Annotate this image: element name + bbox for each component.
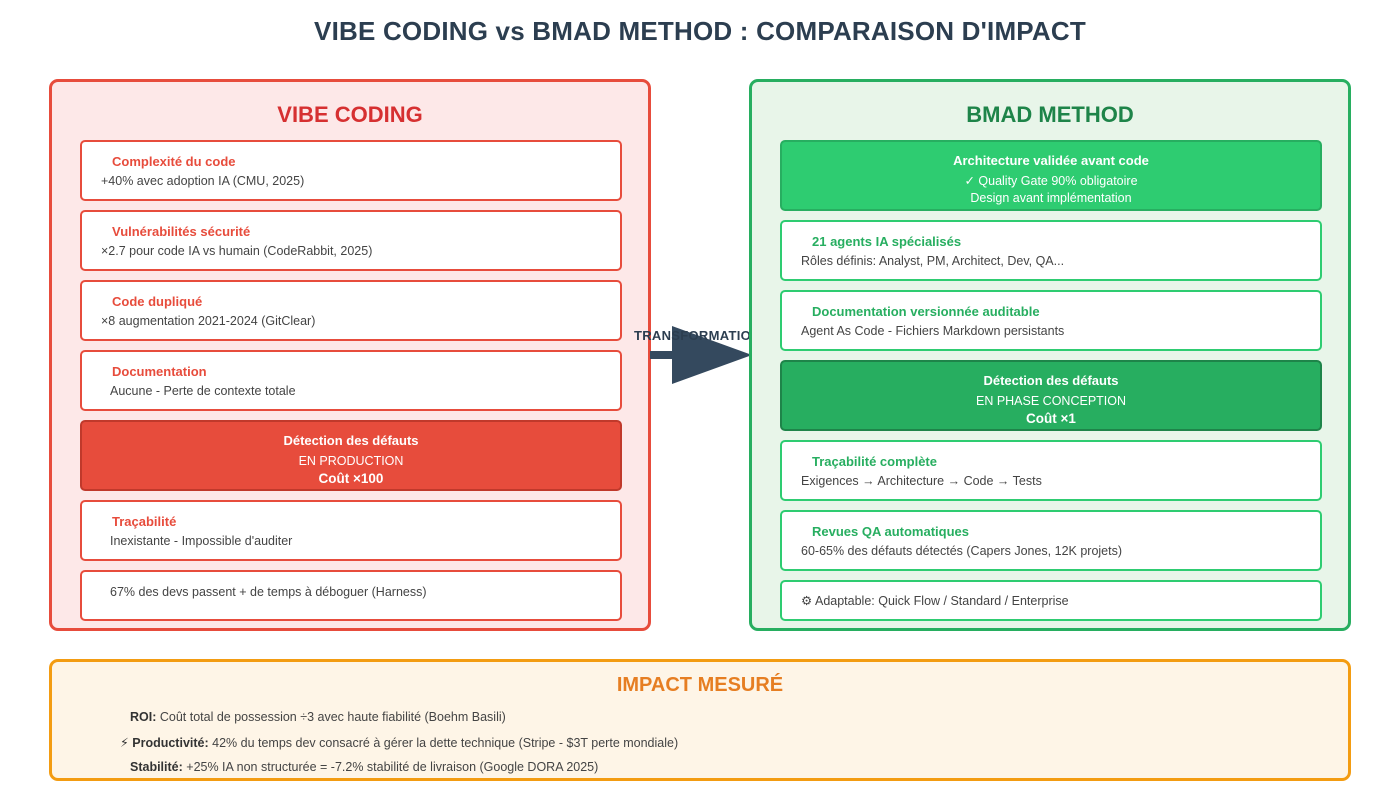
card-traceability: Traçabilité Inexistante - Impossible d'a…	[80, 500, 622, 561]
impact-label: Stabilité:	[130, 760, 183, 774]
card-title: Revues QA automatiques	[812, 524, 970, 539]
card-ai-agents: 21 agents IA spécialisés Rôles définis: …	[780, 220, 1322, 281]
card-code-complexity: Complexité du code +40% avec adoption IA…	[80, 140, 622, 201]
card-title: Documentation versionnée auditable	[812, 304, 1040, 319]
card-title: Vulnérabilités sécurité	[112, 224, 251, 239]
highlight-cost: Coût ×100	[318, 471, 384, 486]
bmad-method-title: BMAD METHOD	[966, 102, 1134, 127]
vibe-coding-title: VIBE CODING	[277, 102, 423, 127]
defect-detection-production: Détection des défauts EN PRODUCTION Coût…	[80, 420, 622, 491]
impact-stability: Stabilité: +25% IA non structurée = -7.2…	[130, 760, 598, 774]
vibe-coding-panel: VIBE CODING Complexité du code +40% avec…	[49, 79, 651, 631]
arrow-label: TRANSFORMATION	[634, 328, 761, 343]
impact-title: IMPACT MESURÉ	[616, 674, 784, 696]
card-desc: ×2.7 pour code IA vs humain (CodeRabbit,…	[101, 244, 373, 258]
card-desc: Rôles définis: Analyst, PM, Architect, D…	[801, 254, 1065, 268]
highlight-cost: Coût ×1	[1026, 411, 1076, 426]
card-title: 21 agents IA spécialisés	[812, 234, 962, 249]
card-desc: +40% avec adoption IA (CMU, 2025)	[101, 174, 305, 188]
impact-roi: ROI: Coût total de possession ÷3 avec ha…	[130, 710, 506, 724]
card-desc: Agent As Code - Fichiers Markdown persis…	[801, 324, 1065, 338]
card-desc: Inexistante - Impossible d'auditer	[110, 534, 293, 548]
bmad-method-panel: BMAD METHOD Architecture validée avant c…	[749, 79, 1351, 631]
highlight-title: Détection des défauts	[283, 433, 419, 448]
card-desc: Exigences → Architecture → Code → Tests	[801, 474, 1042, 488]
impact-label: ROI:	[130, 710, 157, 724]
transformation-arrow: TRANSFORMATION	[634, 322, 764, 388]
card-note: ⚙ Adaptable: Quick Flow / Standard / Ent…	[801, 594, 1069, 608]
highlight-title: Architecture validée avant code	[953, 153, 1149, 168]
page-title: VIBE CODING vs BMAD METHOD : COMPARAISON…	[314, 16, 1086, 46]
impact-text: Coût total de possession ÷3 avec haute f…	[156, 710, 506, 724]
quality-gate-text: ✓ Quality Gate 90% obligatoire	[964, 174, 1138, 188]
design-first-text: Design avant implémentation	[970, 191, 1132, 205]
card-adaptable-note: ⚙ Adaptable: Quick Flow / Standard / Ent…	[780, 580, 1322, 621]
card-desc: 60-65% des défauts détectés (Capers Jone…	[801, 544, 1123, 558]
card-full-traceability: Traçabilité complète Exigences → Archite…	[780, 440, 1322, 501]
card-desc: ×8 augmentation 2021-2024 (GitClear)	[101, 314, 316, 328]
card-qa-reviews: Revues QA automatiques 60-65% des défaut…	[780, 510, 1322, 571]
card-title: Code dupliqué	[112, 294, 203, 309]
card-security-vulnerabilities: Vulnérabilités sécurité ×2.7 pour code I…	[80, 210, 622, 271]
right-arrow-icon	[650, 326, 752, 384]
card-title: Traçabilité	[112, 514, 177, 529]
impact-label: ⚡ Productivité:	[120, 736, 209, 750]
highlight-sub: EN PRODUCTION	[298, 454, 404, 468]
card-versioned-documentation: Documentation versionnée auditable Agent…	[780, 290, 1322, 351]
defect-detection-design: Détection des défauts EN PHASE CONCEPTIO…	[780, 360, 1322, 431]
impact-panel: IMPACT MESURÉ ROI: Coût total de possess…	[49, 659, 1351, 781]
impact-text: 42% du temps dev consacré à gérer la det…	[208, 736, 679, 750]
card-debugging-note: 67% des devs passent + de temps à débogu…	[80, 570, 622, 621]
card-title: Traçabilité complète	[812, 454, 937, 469]
highlight-title: Détection des défauts	[983, 373, 1119, 388]
impact-text: +25% IA non structurée = -7.2% stabilité…	[182, 760, 599, 774]
card-documentation: Documentation Aucune - Perte de contexte…	[80, 350, 622, 411]
impact-productivity: ⚡ Productivité: 42% du temps dev consacr…	[120, 735, 678, 750]
highlight-sub: EN PHASE CONCEPTION	[975, 394, 1127, 408]
card-desc: Aucune - Perte de contexte totale	[110, 384, 296, 398]
card-title: Documentation	[112, 364, 207, 379]
architecture-validated-card: Architecture validée avant code ✓ Qualit…	[780, 140, 1322, 211]
card-title: Complexité du code	[112, 154, 236, 169]
card-note: 67% des devs passent + de temps à débogu…	[110, 585, 427, 599]
card-duplicated-code: Code dupliqué ×8 augmentation 2021-2024 …	[80, 280, 622, 341]
